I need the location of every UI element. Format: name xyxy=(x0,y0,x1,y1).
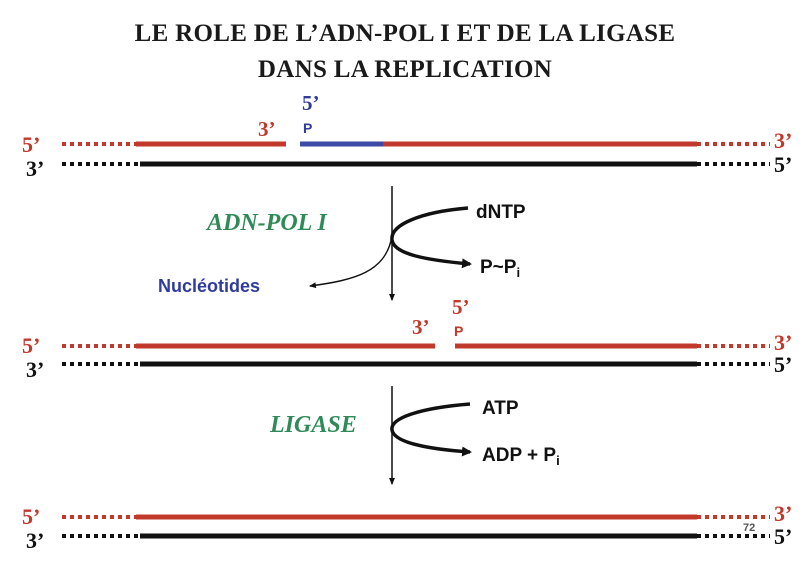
step2-curved-arrow xyxy=(390,402,472,457)
stage3-top-left-label: 5’ xyxy=(22,504,40,529)
stage2-bottom-left-label: 3’ xyxy=(26,357,44,382)
stage2-top-left-label: 5’ xyxy=(22,333,40,358)
stage1-top-left-label: 5’ xyxy=(22,132,40,157)
stage3-bottom-left-label: 3’ xyxy=(26,528,44,553)
stage3-top-right-label: 3’ xyxy=(774,501,792,526)
stage2-nick-3-label: 3’ xyxy=(412,315,430,339)
step1-input-label: dNTP xyxy=(476,202,526,223)
step1-removed-label: Nucléotides xyxy=(158,276,260,296)
stage2-top-right-label: 3’ xyxy=(774,330,792,355)
title-line-1: LE ROLE DE L’ADN-POL I ET DE LA LIGASE xyxy=(134,20,676,47)
step1-curved-arrow xyxy=(390,206,472,269)
stage1-gap-3-label: 3’ xyxy=(258,117,276,141)
step-2-reaction: LIGASE ATP ADP + Pi xyxy=(269,386,560,485)
stage2-nick-5-label: 5’ xyxy=(452,295,470,319)
title-line-2: DANS LA REPLICATION xyxy=(257,56,553,83)
stage2-phosphate-label: P xyxy=(454,323,463,339)
step1-enzyme-label: ADN-POL I xyxy=(205,210,328,236)
duplex-stage-1: 5’ 3’ 3’ 5’ 3’ 5’ P xyxy=(22,91,792,181)
page-number: 72 xyxy=(743,522,755,534)
stage1-gap-5-label: 5’ xyxy=(302,91,320,115)
step-1-reaction: ADN-POL I dNTP P~Pi Nucléotides xyxy=(158,186,526,301)
stage1-bottom-left-label: 3’ xyxy=(26,156,44,181)
stage1-bottom-right-label: 5’ xyxy=(774,152,792,177)
stage2-bottom-right-label: 5’ xyxy=(774,352,792,377)
step2-output-label: ADP + Pi xyxy=(482,445,560,468)
duplex-stage-2: 5’ 3’ 3’ 5’ 3’ 5’ P xyxy=(22,295,792,382)
step1-output-label: P~Pi xyxy=(480,257,520,280)
step1-removal-arrow xyxy=(309,235,393,289)
step2-input-label: ATP xyxy=(482,398,519,419)
stage1-phosphate-label: P xyxy=(303,120,312,136)
step2-enzyme-label: LIGASE xyxy=(269,412,357,438)
stage1-top-right-label: 3’ xyxy=(774,128,792,153)
duplex-stage-3: 5’ 3’ 3’ 5’ 72 xyxy=(22,501,792,553)
stage3-bottom-right-label: 5’ xyxy=(774,524,792,549)
